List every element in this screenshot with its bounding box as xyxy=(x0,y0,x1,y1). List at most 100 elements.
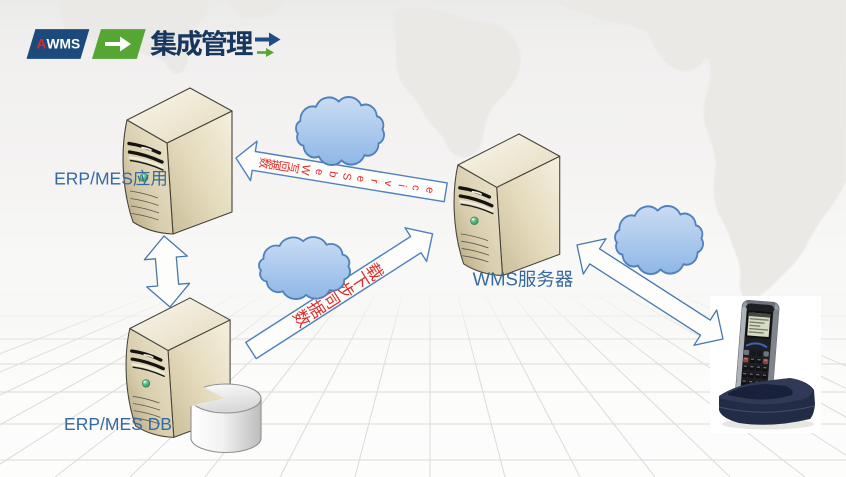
logo-arrow-head xyxy=(120,36,131,52)
cloud-icon-3 xyxy=(614,205,705,275)
g-part xyxy=(748,331,764,334)
g-part xyxy=(748,380,753,383)
floor-grid-part xyxy=(0,292,158,355)
block-arrow-up-right-icon xyxy=(245,227,434,360)
g-part xyxy=(763,359,768,361)
floor-grid-part xyxy=(565,292,806,477)
g-part xyxy=(762,366,768,372)
map-landmass-ca xyxy=(646,16,708,72)
g-part xyxy=(756,366,761,368)
arrow-label-sync-download-part xyxy=(366,262,385,282)
floor-grid-part xyxy=(484,292,581,477)
node-label-erp-mes-db-part: ERP/MES DB xyxy=(64,414,172,434)
database-cylinder-icon xyxy=(190,383,262,454)
g-part xyxy=(755,373,761,379)
brand-initial: A xyxy=(37,37,47,52)
g-part xyxy=(749,321,765,324)
arrow-label-writeback-part: i xyxy=(396,183,408,187)
g-part xyxy=(742,364,748,371)
g-part xyxy=(755,365,762,372)
arrow-label-sync-download-part xyxy=(291,308,311,329)
arrow-label-writeback-part: c xyxy=(409,184,422,192)
node-label-erp-mes-db: ERP/MES DB xyxy=(64,414,172,434)
g-part xyxy=(749,373,753,375)
arrow-label-writeback-part: e xyxy=(312,168,325,176)
node-label-wms-server-part: WMS xyxy=(473,269,518,290)
handheld-scanner-icon xyxy=(710,296,821,433)
g-part xyxy=(748,312,771,318)
title-arrow-green-head xyxy=(266,48,274,57)
title-arrow-blue-head xyxy=(269,32,281,47)
node-label-wms-server-part xyxy=(537,269,555,287)
arrow-label-writeback-part xyxy=(288,163,300,174)
g-part xyxy=(756,350,763,357)
arrow-label-writeback-part: S xyxy=(340,172,353,181)
page-title-part xyxy=(175,29,202,57)
g-part xyxy=(741,379,747,385)
cloud-icon-2 xyxy=(258,236,351,300)
arrow-label-sync-download-part xyxy=(353,270,371,287)
node-label-erp-mes-app-part: ERP/MES xyxy=(54,169,133,189)
node-label-erp-mes-app: ERP/MES xyxy=(54,169,166,189)
g-part xyxy=(742,380,746,382)
arrow-label-sync-download xyxy=(291,262,385,329)
g-part xyxy=(748,327,769,331)
g-part xyxy=(750,365,754,368)
g-part xyxy=(745,342,768,349)
g-part xyxy=(744,357,748,360)
block-arrow-left-icon xyxy=(235,140,448,203)
page-title-part xyxy=(201,29,227,57)
double-arrow-diagonal-icon xyxy=(576,238,724,346)
g-part xyxy=(743,365,747,367)
world-map-background xyxy=(58,0,846,300)
arrow-label-sync-download-part xyxy=(335,282,355,296)
node-label-erp-mes-app-part xyxy=(150,171,166,186)
floor-grid-part xyxy=(456,292,506,477)
floor-grid-part xyxy=(0,292,185,373)
g-part xyxy=(749,318,769,321)
g-part xyxy=(762,374,767,376)
floor-grid-part xyxy=(511,292,656,477)
map-landmass-c xyxy=(394,7,521,158)
path xyxy=(718,405,815,413)
g-part xyxy=(750,350,756,356)
node-label-wms-server-part xyxy=(555,270,573,287)
g-part xyxy=(749,357,756,364)
g-part xyxy=(749,365,755,371)
arrow-label-writeback-part: e xyxy=(423,186,436,194)
cloud-icon-1 xyxy=(295,96,386,166)
brand-logo: A WMS xyxy=(26,29,146,59)
g-part xyxy=(762,358,769,365)
arrow-label-writeback-part: r xyxy=(368,178,380,184)
floor-grid-part xyxy=(354,292,404,477)
g-part xyxy=(750,358,755,360)
logo-arrow-icon xyxy=(105,36,131,52)
floor-grid-part xyxy=(279,292,376,477)
page-title xyxy=(150,29,253,57)
g-part xyxy=(763,366,767,369)
g-part xyxy=(741,372,748,378)
g-part xyxy=(761,373,768,380)
arrow-label-writeback-part xyxy=(268,159,281,171)
arrow-label-writeback-part: W xyxy=(298,164,312,177)
g-part xyxy=(748,372,754,379)
cylinder-wedge-edges xyxy=(194,386,227,406)
node-label-wms-server: WMS xyxy=(473,269,573,290)
g-part xyxy=(749,324,761,327)
g-part xyxy=(766,309,779,398)
g-part xyxy=(735,307,747,395)
arrow-label-writeback-part xyxy=(258,157,271,169)
server-icon-erp-mes-app xyxy=(121,86,234,236)
g-part xyxy=(743,349,750,356)
path xyxy=(728,384,793,400)
title-arrow-icon xyxy=(255,32,281,57)
g-part xyxy=(756,358,762,364)
g-part xyxy=(757,358,761,361)
arrow-label-sync-download-part xyxy=(306,299,327,320)
brand-rest: WMS xyxy=(47,37,81,52)
map-landmass-sa xyxy=(703,25,846,300)
g-part xyxy=(763,351,769,357)
page-title-part xyxy=(150,29,177,56)
